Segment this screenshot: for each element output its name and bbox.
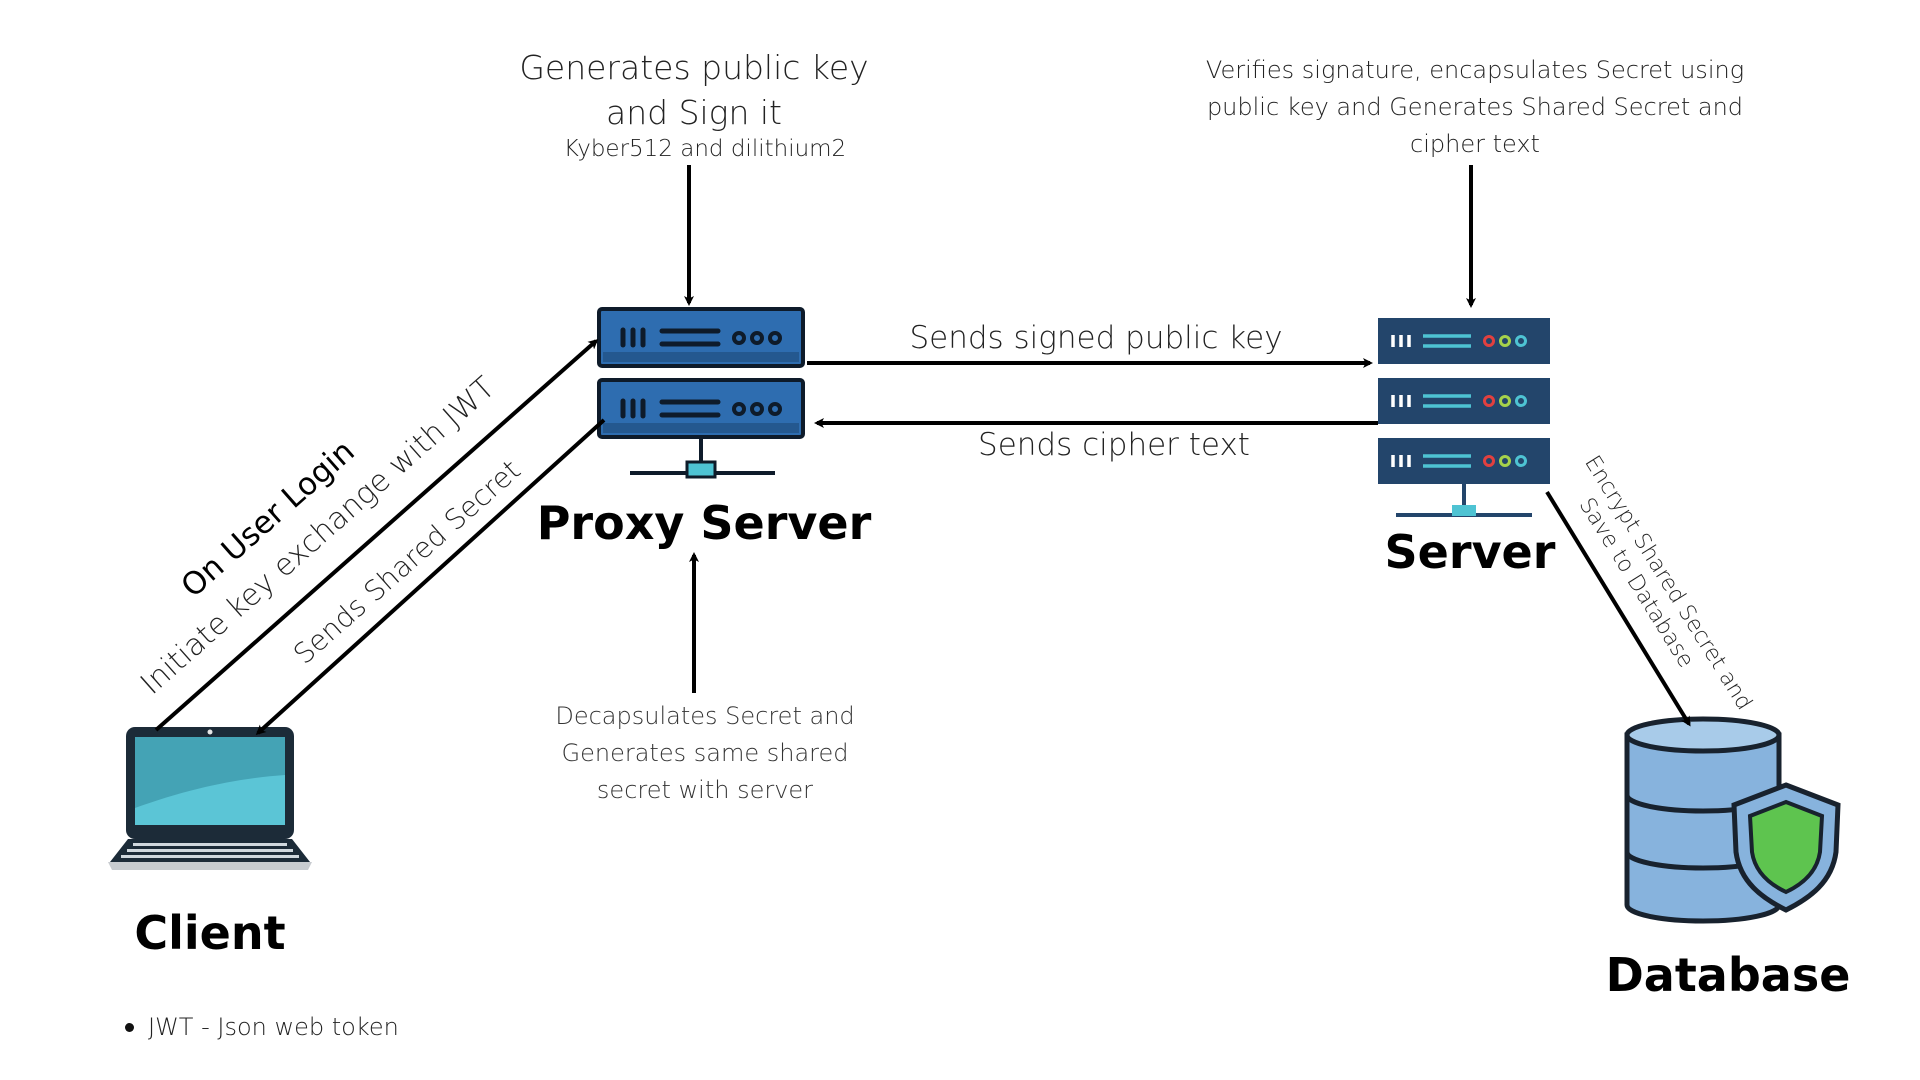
database-title: Database	[1605, 948, 1851, 1002]
proxy-server-icon	[597, 307, 805, 479]
bullet-icon	[125, 1022, 134, 1032]
arrow-client-to-proxy	[154, 339, 599, 732]
arrow-server-to-db	[1545, 490, 1691, 727]
legend-item-label: JWT - Json web token	[148, 1013, 399, 1041]
server-title: Server	[1384, 525, 1556, 579]
label-proxy-to-server: Sends signed public key	[909, 320, 1283, 356]
server-icon	[1378, 318, 1550, 517]
proxy-bottom-annotation: Decapsulates Secret and Generates same s…	[555, 698, 854, 809]
proxy-bottom-line2: Generates same shared	[561, 739, 849, 767]
server-top-line1: Verifies signature, encapsulates Secret …	[1205, 56, 1745, 84]
proxy-top-line1: Generates public key	[519, 48, 869, 87]
server-top-line3: cipher text	[1410, 130, 1540, 158]
server-top-line2: public key and Generates Shared Secret a…	[1206, 93, 1744, 121]
proxy-bottom-line1: Decapsulates Secret and	[555, 702, 855, 730]
arrow-proxy-to-client	[255, 418, 606, 736]
legend-item: JWT - Json web token	[125, 1013, 399, 1041]
shield-icon	[1731, 782, 1841, 913]
client-title: Client	[134, 906, 286, 960]
proxy-top-algos: Kyber512 and dilithium2	[563, 136, 847, 162]
laptop-icon	[108, 727, 312, 870]
proxy-top-line2: and Sign it	[605, 93, 783, 132]
label-server-to-proxy: Sends cipher text	[978, 427, 1250, 463]
legend: JWT - Json web token	[125, 1013, 399, 1041]
proxy-server-title: Proxy Server	[536, 496, 872, 550]
proxy-bottom-line3: secret with server	[596, 776, 814, 804]
